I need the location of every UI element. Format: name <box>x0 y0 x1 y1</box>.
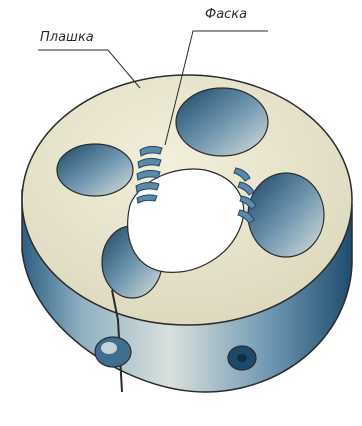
die-label: Плашка <box>40 30 94 45</box>
adjusting-screw <box>95 337 131 367</box>
die-leader-line <box>38 50 140 88</box>
side-hole <box>228 346 256 370</box>
chamfer-label: Фаска <box>205 7 247 22</box>
